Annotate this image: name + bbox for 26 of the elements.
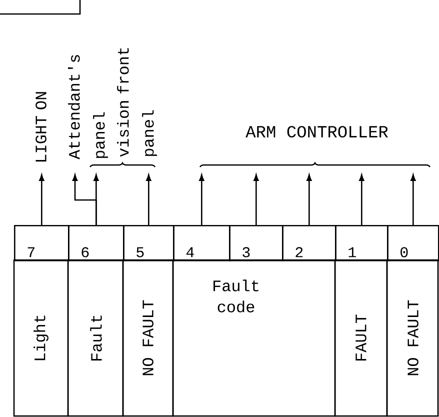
signal-label: Attendant's panel	[68, 55, 108, 160]
signal-label: vision front panel	[117, 48, 157, 157]
bit-number-cell: 5	[123, 225, 174, 262]
signal-label: LIGHT ON	[36, 92, 46, 162]
arrow	[359, 174, 364, 225]
bit-number-cell: 3	[229, 225, 284, 262]
arrow	[39, 174, 44, 225]
signal-label: ARM CONTROLLER	[246, 126, 388, 138]
arrow	[410, 174, 416, 225]
register-field: FAULT	[334, 259, 388, 417]
register-field: Fault code	[172, 259, 336, 417]
arrow	[146, 174, 152, 225]
bit-number-cell: 6	[68, 225, 124, 262]
register-field: NO FAULT	[122, 259, 174, 417]
bit-number-cell: 2	[282, 225, 336, 262]
arrow	[94, 174, 99, 225]
bit-number-cell: 1	[335, 225, 388, 262]
register-field: Light	[13, 259, 69, 417]
bit-number-cell: 0	[387, 225, 439, 262]
arrow	[199, 174, 204, 225]
bit-number-cell: 4	[173, 225, 230, 262]
register-field: NO FAULT	[386, 259, 439, 417]
register-field: Fault	[67, 259, 124, 417]
bit-number-cell: 7	[14, 225, 70, 262]
arrow	[254, 174, 259, 225]
arrow	[306, 174, 312, 225]
